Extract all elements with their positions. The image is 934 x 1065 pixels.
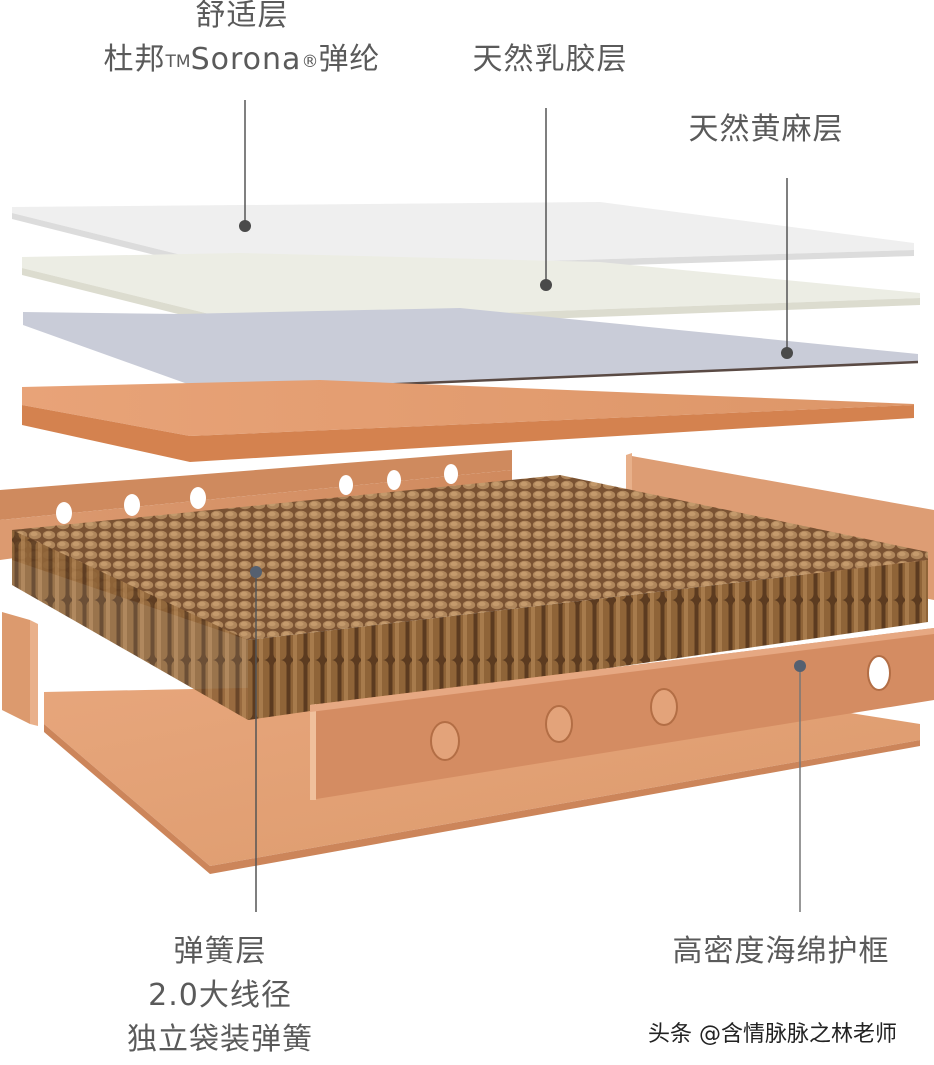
foam-frame-left [2, 612, 38, 726]
foam-frame-front [310, 628, 934, 800]
leader-frame [794, 660, 806, 912]
label-spring-layer: 弹簧层 2.0大线径 独立袋装弹簧 [100, 930, 340, 1062]
label-jute-layer: 天然黄麻层 [688, 112, 844, 147]
leader-comfort [239, 100, 251, 232]
label-spring-gauge: 2.0大线径 [148, 978, 292, 1013]
foam-board-layer [22, 380, 914, 462]
trademark-symbol: TM [165, 52, 191, 72]
leader-spring [250, 566, 262, 912]
label-spring-title: 弹簧层 [173, 934, 267, 969]
label-foam-frame: 高密度海绵护框 [672, 934, 890, 969]
label-comfort-layer: 舒适层 杜邦TMSorona®弹纶 [82, 0, 402, 82]
watermark: 头条 @含情脉脉之林老师 [648, 1022, 897, 1047]
spring-pocket-block [12, 475, 928, 720]
registered-symbol: ® [301, 52, 319, 72]
label-comfort-material: 杜邦TMSorona®弹纶 [103, 42, 381, 77]
leader-jute [781, 178, 793, 359]
label-latex-layer: 天然乳胶层 [472, 42, 628, 77]
leader-latex [540, 108, 552, 291]
label-spring-type: 独立袋装弹簧 [127, 1022, 313, 1057]
comfort-layer [12, 202, 914, 277]
label-comfort-title: 舒适层 [195, 0, 289, 33]
